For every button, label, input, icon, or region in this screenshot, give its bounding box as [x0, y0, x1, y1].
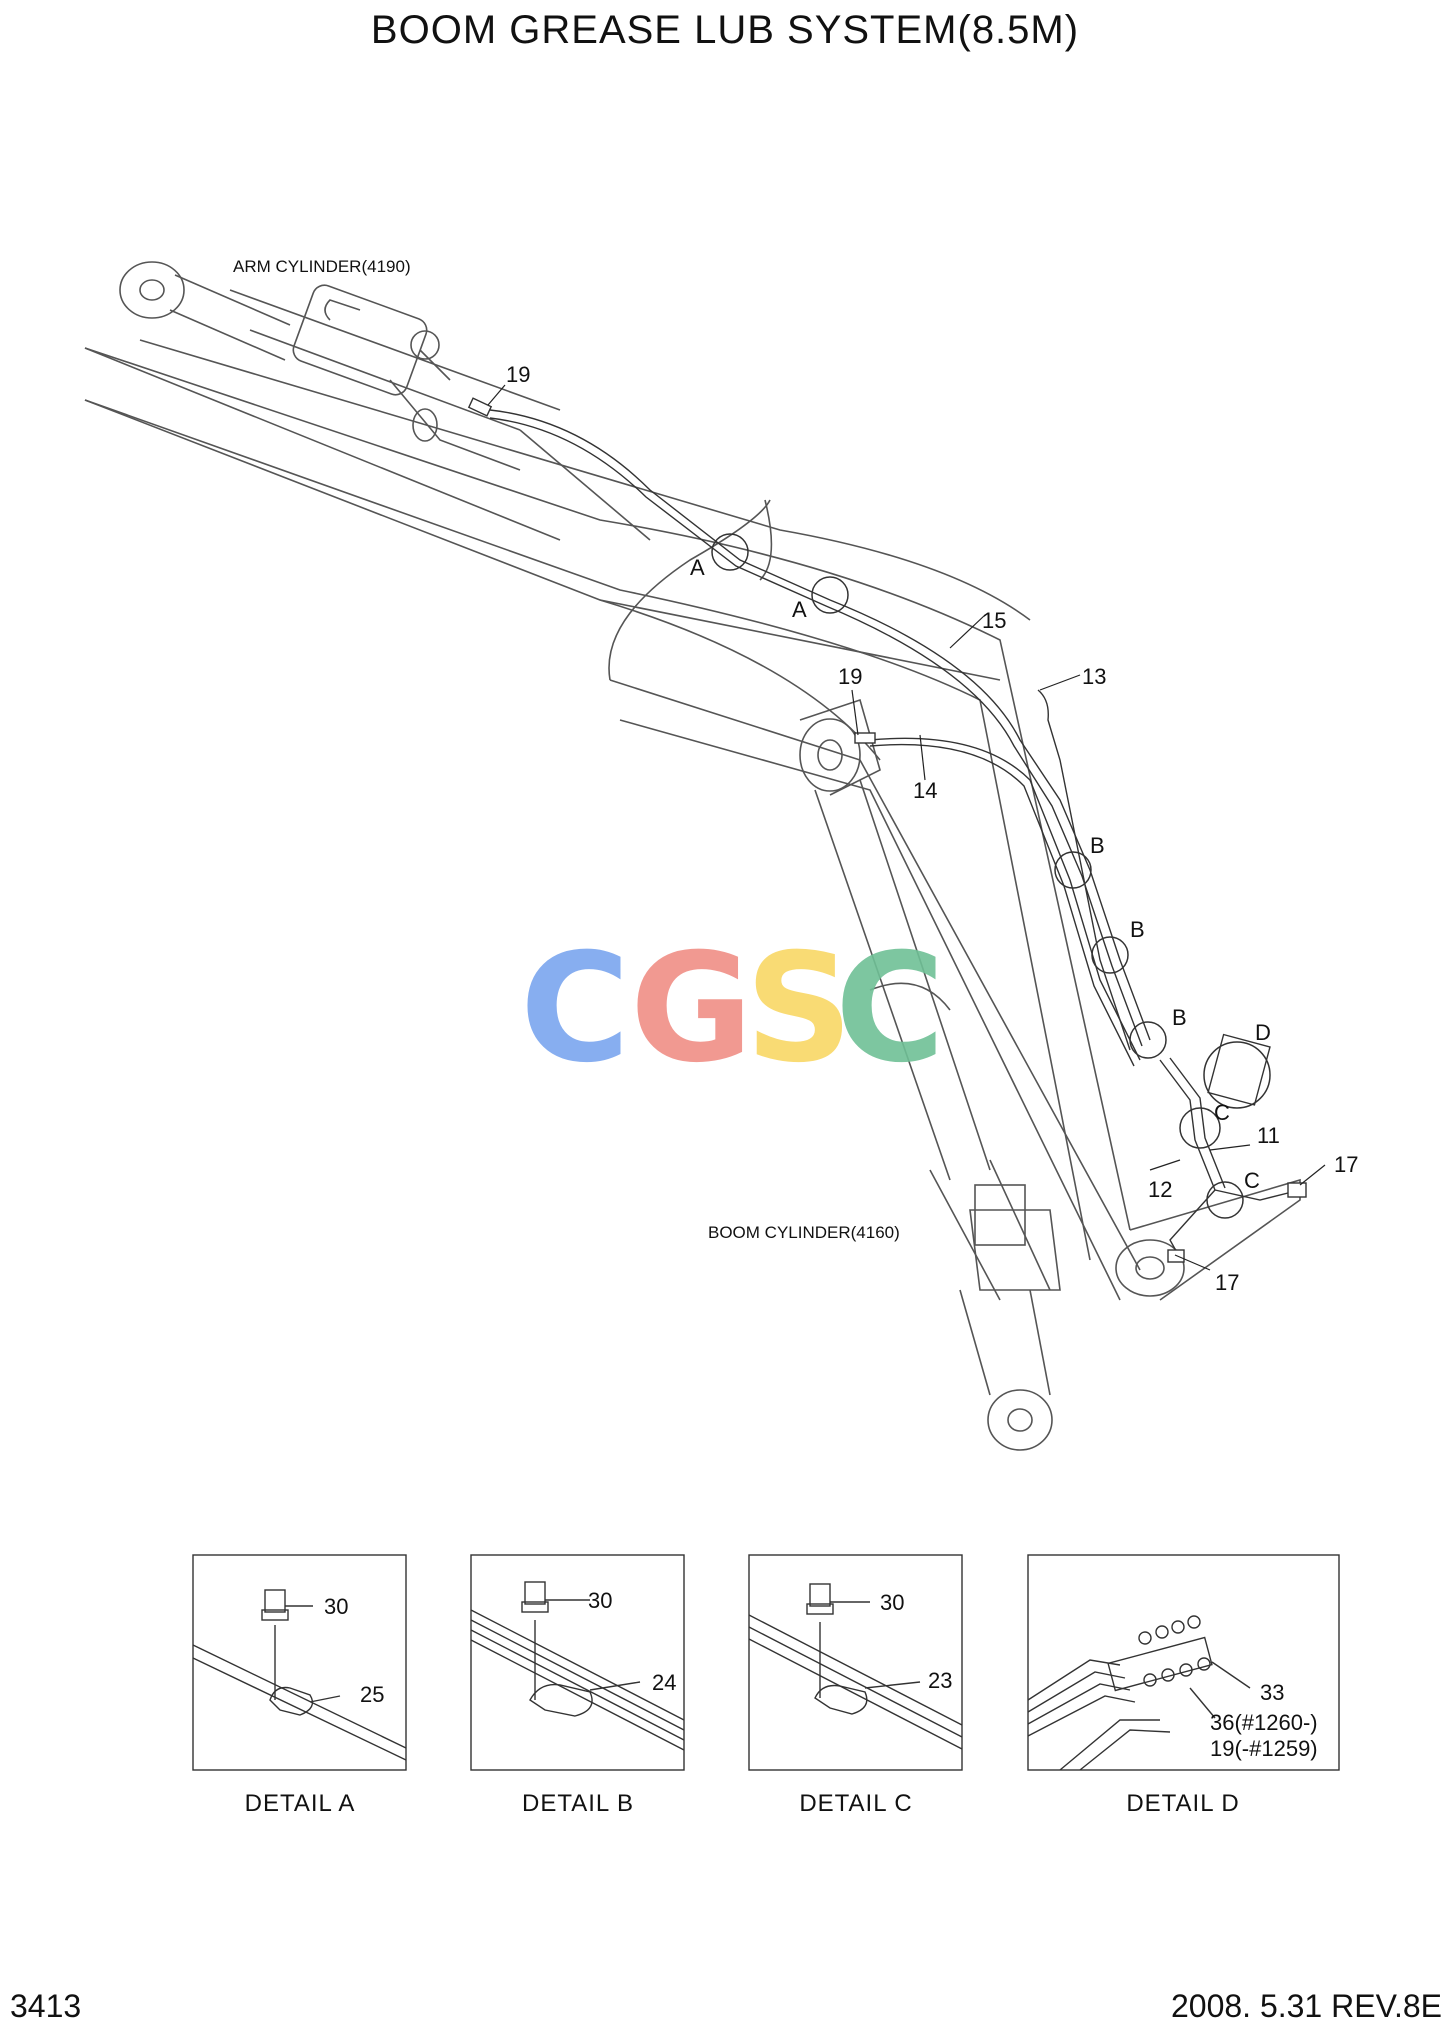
detail-box-c	[748, 1554, 963, 1771]
callout-a2: A	[792, 597, 807, 622]
callout-c1: C	[1214, 1100, 1230, 1125]
detail-a-caption: DETAIL A	[244, 1790, 356, 1817]
grease-fittings	[467, 397, 1307, 1263]
boom-structure	[84, 289, 1301, 1301]
callout-13: 13	[1082, 664, 1106, 689]
page-number: 3413	[10, 1988, 82, 2024]
callout-17-bottom: 17	[1215, 1270, 1239, 1295]
watermark-letter-g: G	[630, 922, 753, 1096]
callout-d: D	[1255, 1020, 1271, 1045]
label-boom-cylinder: BOOM CYLINDER(4160)	[708, 1223, 900, 1242]
callout-19-top: 19	[506, 362, 530, 387]
callout-a1: A	[690, 555, 705, 580]
boom-cylinder	[799, 698, 1061, 1451]
watermark-letter-s: S	[745, 922, 853, 1096]
detail-b-part-2: 24	[652, 1670, 676, 1695]
detail-a-part-1: 30	[324, 1594, 348, 1619]
detail-a-part-2: 25	[360, 1682, 384, 1707]
detail-box-b	[470, 1554, 685, 1771]
clamp-a2	[811, 576, 849, 614]
clamp-c1	[1179, 1107, 1221, 1149]
callout-12: 12	[1148, 1177, 1172, 1202]
clamp-b2	[1091, 936, 1129, 974]
page-title: BOOM GREASE LUB SYSTEM(8.5M)	[370, 8, 1080, 52]
detail-c-part-2: 23	[928, 1668, 952, 1693]
callout-c2: C	[1244, 1168, 1260, 1193]
detail-box-d	[1027, 1554, 1340, 1771]
watermark: C G S C	[520, 922, 945, 1096]
callout-14: 14	[913, 778, 937, 803]
callout-b3: B	[1172, 1005, 1187, 1030]
detail-d-part-2: 36(#1260-)	[1210, 1710, 1318, 1735]
detail-b-part-1: 30	[588, 1588, 612, 1613]
grease-hoses	[489, 409, 1301, 1259]
arm-cylinder	[119, 261, 521, 471]
revision-date: 2008. 5.31 REV.8E	[1170, 1988, 1442, 2024]
callout-19-mid: 19	[838, 664, 862, 689]
detail-c-caption: DETAIL C	[799, 1790, 913, 1817]
detail-box-a	[192, 1554, 407, 1771]
callout-b1: B	[1090, 833, 1105, 858]
diagram-labels: ARM CYLINDER(4190) BOOM CYLINDER(4160) 1…	[233, 257, 1358, 1295]
detail-d-part-3: 19(-#1259)	[1210, 1736, 1318, 1761]
detail-d-part-1: 33	[1260, 1680, 1284, 1705]
watermark-letter-c2: C	[835, 922, 945, 1096]
watermark-letter-c1: C	[520, 922, 630, 1096]
clamp-c2	[1206, 1181, 1244, 1219]
callout-11: 11	[1257, 1123, 1280, 1148]
clamp-a1	[711, 533, 749, 571]
detail-d-caption: DETAIL D	[1126, 1790, 1240, 1817]
callout-15: 15	[982, 608, 1006, 633]
detail-c-part-1: 30	[880, 1590, 904, 1615]
clamp-circles	[711, 533, 1271, 1219]
label-arm-cylinder: ARM CYLINDER(4190)	[233, 257, 411, 276]
clamp-b3	[1129, 1021, 1167, 1059]
clamp-b1	[1054, 851, 1092, 889]
callout-17-right: 17	[1334, 1152, 1358, 1177]
detail-b-caption: DETAIL B	[521, 1790, 635, 1817]
callout-b2: B	[1130, 917, 1145, 942]
leader-lines	[487, 384, 1326, 1271]
detail-d-circle	[1203, 1041, 1271, 1109]
